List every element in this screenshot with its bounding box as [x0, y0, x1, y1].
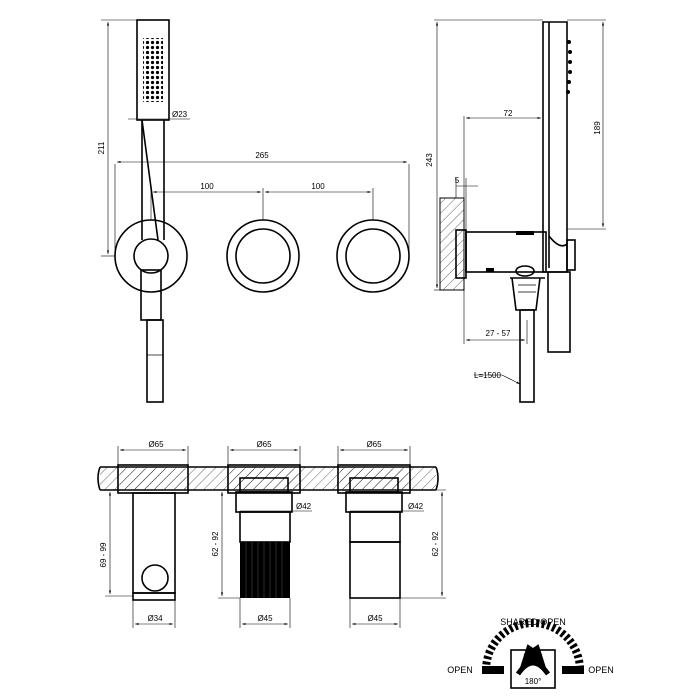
rotation-arc: [482, 619, 584, 671]
right-depth-label: 62 - 92: [431, 531, 440, 556]
operation-diagram: SHARED OPEN OPEN OPEN 180°: [447, 617, 614, 689]
hose-length-label: L=1500: [474, 371, 501, 380]
side-view: 243 189 72 5 27 - 57: [425, 19, 606, 403]
middle-dia-65-label: Ø65: [256, 440, 272, 449]
dimension-spacing: 100 100: [150, 182, 374, 220]
section-right: Ø65 Ø42 62 - 92 Ø45: [337, 440, 446, 628]
holder-plate: [114, 219, 188, 403]
middle-knurled-knob: [240, 542, 290, 598]
dim-27-57-label: 27 - 57: [486, 329, 511, 338]
dimension-211: 211: [97, 19, 137, 257]
left-depth-label: 69 - 99: [99, 542, 108, 567]
hose-length-callout: L=1500: [474, 371, 521, 385]
dimension-27-57: 27 - 57: [463, 290, 528, 344]
wall-section: [439, 197, 465, 291]
right-dia-42-label: Ø42: [408, 502, 424, 511]
dimension-dia-23: Ø23: [128, 110, 190, 120]
dimension-243: 243: [425, 19, 543, 291]
section-views: Ø65 69 - 99 Ø34: [97, 440, 446, 628]
left-dia-34-label: Ø34: [147, 614, 163, 623]
dim-100-left-label: 100: [200, 182, 214, 191]
right-dia-45-label: Ø45: [367, 614, 383, 623]
middle-dia-42-label: Ø42: [296, 502, 312, 511]
middle-dia-45-label: Ø45: [257, 614, 273, 623]
dimension-5: 5: [455, 176, 478, 230]
section-left: Ø65 69 - 99 Ø34: [99, 440, 189, 628]
dim-100-right-label: 100: [311, 182, 325, 191]
middle-depth-label: 62 - 92: [211, 531, 220, 556]
dim-265-label: 265: [255, 151, 269, 160]
dim-72-label: 72: [504, 109, 513, 118]
dimension-265: 265: [114, 151, 410, 256]
rotation-arrow-icon: [515, 644, 551, 676]
open-left-label: OPEN: [447, 665, 473, 675]
section-middle: Ø65 Ø42 62 - 92 Ø45: [211, 440, 312, 628]
hand-shower: [136, 19, 170, 241]
right-dia-65-label: Ø65: [366, 440, 382, 449]
dim-dia-23-label: Ø23: [172, 110, 188, 119]
side-hand-shower: [542, 21, 576, 353]
dim-189-label: 189: [593, 121, 602, 135]
dimension-72: 72: [463, 109, 541, 198]
open-right-label: OPEN: [588, 665, 614, 675]
middle-control: [226, 219, 300, 293]
left-dia-65-label: Ø65: [148, 440, 164, 449]
dim-211-label: 211: [97, 141, 106, 154]
nozzle-pattern: [143, 38, 163, 102]
front-view: 211 Ø23 265 100 100: [97, 19, 410, 403]
rotation-degree-label: 180°: [525, 677, 542, 686]
dim-5-label: 5: [455, 176, 460, 185]
dim-243-label: 243: [425, 153, 434, 167]
right-control: [336, 219, 410, 293]
dimension-189: 189: [567, 19, 606, 230]
